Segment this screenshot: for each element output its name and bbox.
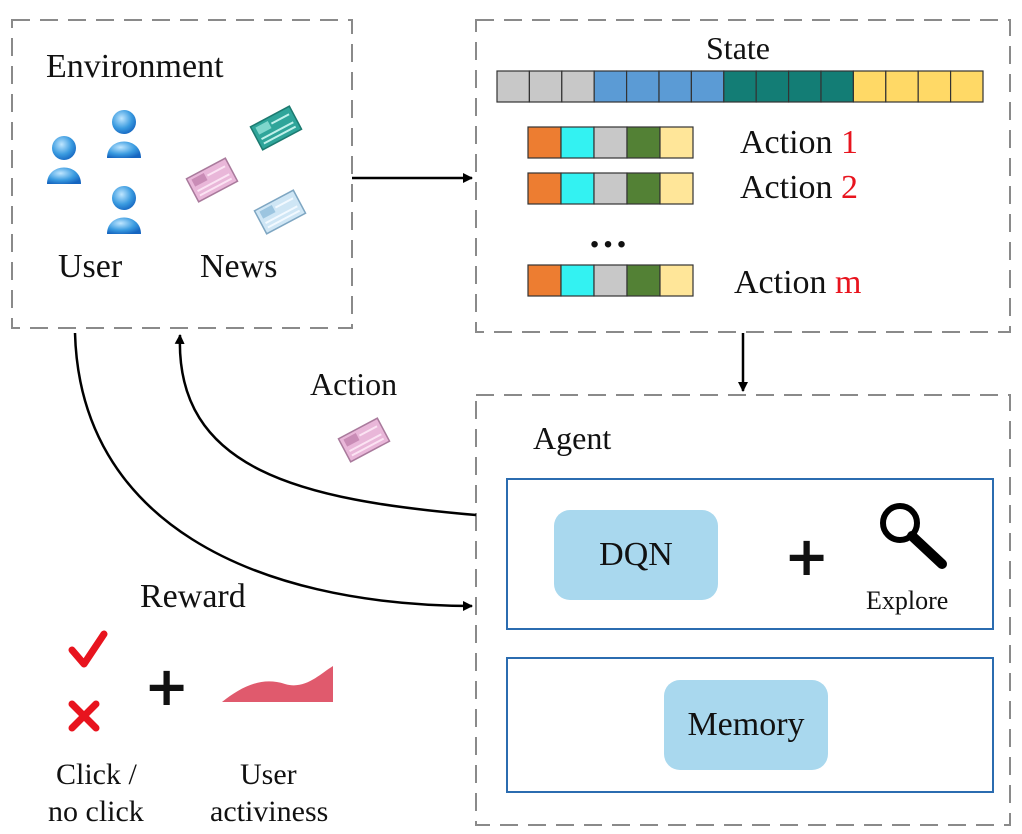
action-segment: [626, 264, 661, 297]
click-label-line1: Click /: [56, 758, 137, 791]
user-icon: [107, 110, 141, 158]
action-segment: [593, 126, 628, 159]
action-bars: [527, 126, 694, 297]
action-segment: [626, 126, 661, 159]
reward-arrow: [73, 332, 473, 611]
action-index: 1: [841, 124, 859, 161]
action-segment: [626, 172, 661, 205]
click-label-line2: no click: [48, 795, 144, 828]
agent-frame: [475, 394, 1011, 826]
state-segment: [496, 70, 531, 103]
activeness-label-line2: activiness: [210, 795, 329, 828]
action-word: Action: [740, 124, 833, 161]
newspaper-icon: [185, 157, 239, 203]
memory-block: Memory: [664, 680, 828, 770]
activeness-label-line1: User: [240, 758, 297, 791]
state-segment: [820, 70, 855, 103]
check-icon: [68, 630, 108, 668]
agent-title: Agent: [533, 420, 612, 456]
action-label: Action 1: [740, 126, 858, 160]
action-segment: [560, 126, 595, 159]
user-icon: [107, 186, 141, 234]
action-segment: [527, 126, 562, 159]
environment-title: Environment: [46, 48, 224, 85]
explore-label: Explore: [866, 586, 949, 615]
state-segment: [917, 70, 952, 103]
state-segment: [723, 70, 757, 103]
newspaper-icon: [253, 189, 307, 235]
state-frame: [475, 19, 1011, 333]
action-segment: [560, 264, 595, 297]
action-segment: [560, 172, 595, 205]
action-segment: [527, 264, 562, 297]
state-bar: [496, 70, 984, 103]
reward-plus-sign: +: [144, 655, 190, 718]
state-segment: [690, 70, 725, 103]
state-segment: [593, 70, 628, 103]
action-vector: [527, 172, 694, 205]
action-word: Action: [740, 169, 833, 206]
action-label: Action 2: [740, 171, 858, 205]
environment-frame: [11, 19, 353, 329]
state-segment: [755, 70, 790, 103]
action-segment: [527, 172, 562, 205]
state-segment: [787, 70, 822, 103]
action-ellipsis: …: [588, 211, 628, 256]
action-label: Action m: [734, 266, 862, 300]
action-segment: [659, 264, 694, 297]
action-vector: [527, 126, 694, 159]
action-segment: [593, 172, 628, 205]
action-index: 2: [841, 169, 859, 206]
action-segment: [593, 264, 628, 297]
state-segment: [885, 70, 919, 103]
action-segment: [659, 172, 694, 205]
state-segment: [528, 70, 563, 103]
state-segment: [625, 70, 660, 103]
state-segment: [561, 70, 595, 103]
dqn-label: DQN: [599, 536, 673, 573]
action-arrow-label: Action: [310, 366, 398, 402]
news-label: News: [200, 248, 278, 285]
user-label: User: [58, 248, 123, 285]
dqn-block: DQN: [554, 510, 718, 600]
action-vector: [527, 264, 694, 297]
state-title: State: [706, 30, 770, 66]
newspaper-icon: [249, 105, 303, 151]
reward-label: Reward: [140, 578, 246, 615]
magnifier-icon: [880, 503, 947, 569]
newspaper-icon: [337, 417, 391, 463]
agent-plus-sign: +: [784, 525, 830, 588]
user-icon: [47, 136, 81, 184]
state-segment: [949, 70, 984, 103]
cross-icon: [68, 700, 100, 732]
state-segment: [852, 70, 887, 103]
activeness-curve-icon: [222, 666, 333, 702]
action-word: Action: [734, 264, 827, 301]
memory-label: Memory: [687, 706, 805, 743]
dqn-explore-box: [506, 478, 994, 630]
state-segment: [658, 70, 693, 103]
action-arrow: [174, 334, 477, 517]
action-segment: [659, 126, 694, 159]
memory-box: [506, 657, 994, 793]
action-index: m: [835, 264, 862, 301]
